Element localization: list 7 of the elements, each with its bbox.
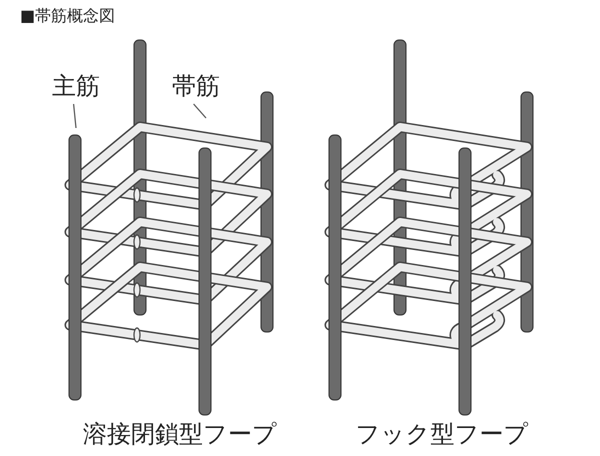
part-label: 帯筋 [172, 70, 220, 102]
leader-line [73, 104, 77, 128]
caption: 溶接閉鎖型フープ [83, 419, 277, 450]
leader-line [193, 104, 206, 118]
caption: フック型フープ [356, 419, 528, 450]
part-label: 主筋 [52, 70, 100, 102]
title: ■帯筋概念図 [20, 6, 116, 27]
